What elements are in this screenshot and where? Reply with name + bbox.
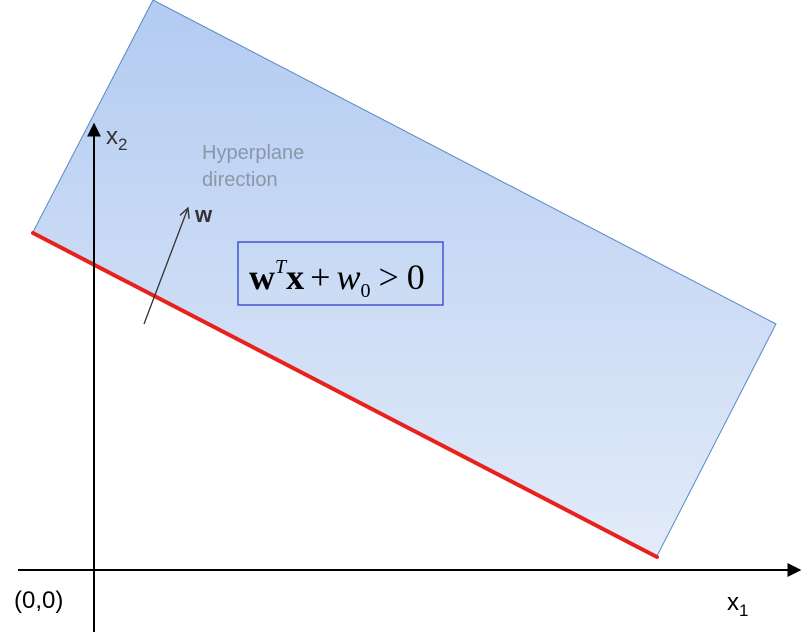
eq-w0-subscript: 0	[360, 280, 370, 302]
x2-axis-label: x	[106, 123, 118, 150]
eq-transpose: T	[275, 256, 288, 278]
svg-text:x2: x2	[106, 123, 127, 154]
x2-axis-subscript: 2	[118, 135, 127, 154]
eq-plus: +	[310, 257, 330, 297]
hyperplane-label-line1: Hyperplane	[202, 142, 304, 164]
x1-axis-subscript: 1	[739, 601, 748, 620]
eq-w-bold: w	[249, 257, 275, 297]
eq-zero: 0	[407, 257, 425, 297]
x1-axis-label: x	[727, 589, 739, 616]
eq-x-bold: x	[286, 257, 304, 297]
origin-label: (0,0)	[14, 587, 63, 614]
eq-greater-than: >	[378, 257, 398, 297]
hyperplane-label-line2: direction	[202, 169, 278, 191]
decision-boundary-line	[31, 231, 659, 559]
w-vector-arrow	[143, 208, 188, 325]
eq-w0: w	[336, 257, 360, 297]
w-vector-label: w	[194, 202, 213, 227]
svg-text:x1: x1	[727, 589, 748, 620]
positive-half-space-region	[32, 0, 777, 557]
equation-box	[237, 241, 444, 306]
inequality-equation: wTx+w0>0	[249, 256, 425, 302]
